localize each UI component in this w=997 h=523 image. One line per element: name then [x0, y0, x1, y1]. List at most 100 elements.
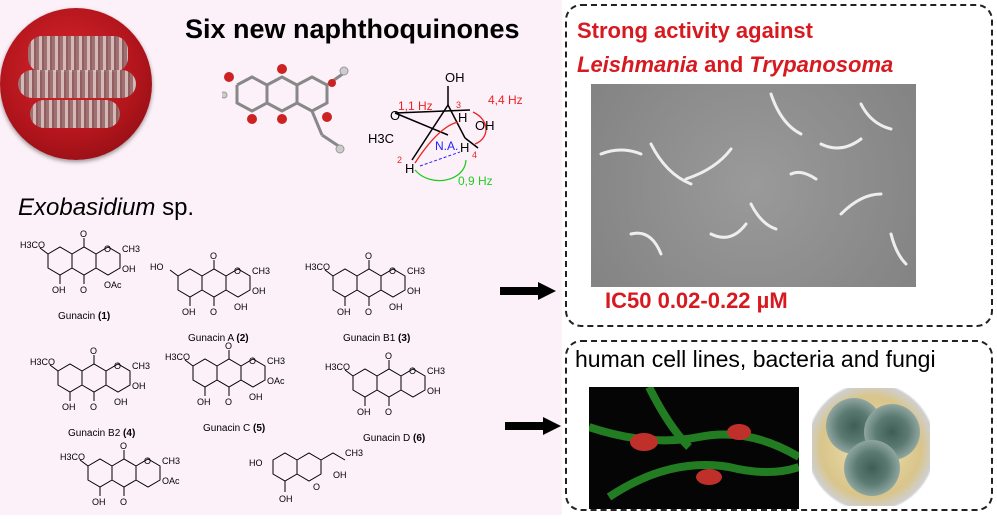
svg-text:O: O	[144, 456, 151, 466]
compound-label: Gunacin (1)	[20, 311, 170, 322]
arrow-right-icon	[500, 282, 556, 300]
trypanosoma: Trypanosoma	[749, 52, 894, 77]
compound-name: Gunacin B1	[343, 333, 396, 344]
svg-text:O: O	[210, 251, 217, 261]
hydroxy-label: OH	[279, 494, 293, 504]
substituent-c3: OAc	[162, 476, 180, 486]
compound-name: Gunacin C	[203, 423, 251, 434]
substituent-left: H3CO	[325, 362, 350, 372]
svg-text:O: O	[225, 397, 232, 407]
svg-text:O: O	[249, 356, 256, 366]
methyl-label: CH3	[132, 361, 150, 371]
compound-label: Gunacin D (6)	[325, 433, 475, 444]
carbonyl-label: O	[313, 482, 320, 492]
methyl-label: CH3	[122, 244, 140, 254]
substituent-c3: OH	[427, 386, 441, 396]
substituent-c3: OH	[132, 381, 146, 391]
position-4: 4	[472, 150, 477, 160]
svg-text:O: O	[389, 266, 396, 276]
substituent-c3: OH	[252, 286, 266, 296]
compound-number: (1)	[98, 311, 111, 322]
svg-text:O: O	[365, 307, 372, 317]
substituent-c4: OH	[389, 302, 403, 312]
h3-label: H	[458, 110, 467, 125]
parasite-micrograph	[591, 84, 916, 287]
compound-name: Gunacin B2	[68, 428, 121, 439]
substituent-c3: OAc	[267, 376, 285, 386]
methyl-label: H3C	[368, 131, 394, 146]
svg-text:O: O	[120, 497, 127, 507]
substituent-left: H3CO	[305, 262, 330, 272]
compound-label: Gunacin C (5)	[165, 423, 315, 434]
substituent-c3: OH	[122, 264, 136, 274]
fluorescence-cell-image	[589, 387, 799, 509]
compound-number: (4)	[123, 428, 136, 439]
svg-text:O: O	[90, 346, 97, 356]
svg-text:O: O	[225, 341, 232, 351]
methyl-label: CH3	[267, 356, 285, 366]
hydroxy-label: OH	[337, 307, 351, 317]
svg-text:O: O	[120, 441, 127, 451]
cytotoxicity-box: human cell lines, bacteria and fungi	[565, 340, 993, 511]
hydroxy-label: HO	[249, 458, 263, 468]
j-value-3: 0,9 Hz	[458, 174, 493, 188]
methyl-label: CH3	[345, 448, 363, 458]
cytotoxicity-heading: human cell lines, bacteria and fungi	[575, 346, 936, 372]
compound-label: Gunacin A (2)	[150, 333, 300, 344]
hydroxy-label: OH	[92, 497, 106, 507]
compound-number: (6)	[413, 433, 426, 444]
oh-label: OH	[475, 118, 495, 133]
svg-text:O: O	[409, 366, 416, 376]
substituent-left: H3CO	[30, 357, 55, 367]
substituent-left: H3CO	[165, 352, 190, 362]
substituent-c3: OH	[407, 286, 421, 296]
hydroxy-label: OH	[52, 285, 66, 295]
methyl-label: CH3	[407, 266, 425, 276]
petri-dish-exobasidium-image	[0, 8, 152, 160]
svg-text:O: O	[114, 361, 121, 371]
compound-name: Gunacin	[58, 311, 96, 322]
svg-text:O: O	[234, 266, 241, 276]
svg-text:O: O	[385, 351, 392, 361]
hydroxy-label: OH	[357, 407, 371, 417]
and-text: and	[698, 52, 750, 77]
compound-label: Gunacin B2 (4)	[30, 428, 180, 439]
arrow-right-icon	[505, 417, 561, 435]
hydroxy-label: OH	[182, 307, 196, 317]
compound-name: Gunacin A	[188, 333, 234, 344]
position-2: 2	[397, 155, 402, 165]
compound-name: Gunacin D	[363, 433, 411, 444]
compound-number: (2)	[236, 333, 249, 344]
genus: Exobasidium	[18, 194, 156, 221]
activity-heading: Strong activity against	[577, 18, 813, 43]
j-value-2: 4,4 Hz	[488, 93, 523, 107]
svg-text:O: O	[365, 251, 372, 261]
3d-molecule-model	[222, 64, 349, 154]
hydroxy-label: OH	[62, 402, 76, 412]
oxygen-label: O	[390, 108, 400, 123]
page-title: Six new naphthoquinones	[185, 14, 520, 44]
substituent-c4: OH	[234, 302, 248, 312]
antiparasitic-activity-box: Strong activity against Leishmania and T…	[565, 4, 993, 327]
oh-label: OH	[445, 70, 465, 85]
svg-text:O: O	[90, 402, 97, 412]
methyl-label: CH3	[162, 456, 180, 466]
j-value-1: 1,1 Hz	[398, 99, 433, 113]
species-suffix: sp.	[155, 194, 195, 221]
not-available-label: N.A.	[435, 139, 458, 153]
ic50-value: IC50 0.02-0.22 µM	[605, 288, 788, 313]
compound-number: (5)	[253, 423, 266, 434]
svg-text:O: O	[80, 285, 87, 295]
substituent-left: HO	[150, 262, 164, 272]
